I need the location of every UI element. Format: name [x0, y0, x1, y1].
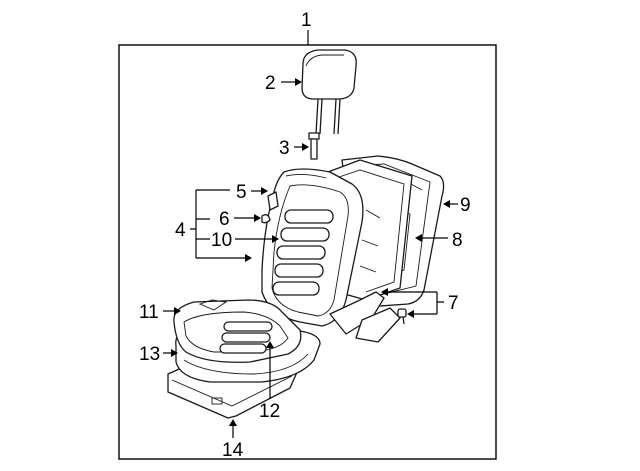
callout-12: 12	[259, 401, 280, 422]
callout-4: 4	[175, 220, 186, 241]
cover-hook[interactable]	[261, 214, 271, 224]
seat-back-heater[interactable]	[272, 209, 334, 296]
callout-5: 5	[236, 182, 247, 203]
callout-8: 8	[452, 230, 463, 251]
seat-back-bracket[interactable]	[329, 291, 407, 343]
headrest-guide[interactable]	[308, 132, 320, 160]
callout-10: 10	[211, 230, 232, 251]
callout-10-arrow	[272, 235, 279, 243]
callout-9: 9	[460, 195, 471, 216]
callout-11-arrow	[174, 307, 181, 315]
callout-9-arrow	[443, 200, 450, 208]
callout-7-bracket	[386, 291, 444, 315]
callout-13-arrow	[171, 349, 178, 357]
callout-6: 6	[219, 209, 230, 230]
callout-7: 7	[448, 293, 459, 314]
callout-6-arrow	[254, 214, 261, 222]
callout-4-bracket	[190, 189, 246, 259]
callout-2-arrow	[295, 78, 302, 86]
callout-3: 3	[279, 138, 290, 159]
callout-11: 11	[139, 302, 159, 323]
callout-3-arrow	[302, 143, 309, 151]
callout-4-arrow	[245, 254, 252, 262]
callout-2: 2	[265, 73, 276, 94]
callout-12-arrow	[266, 341, 274, 348]
callout-7-arrow-a	[381, 288, 388, 296]
cushion-heater[interactable]	[219, 321, 273, 354]
callout-1: 1	[301, 10, 312, 31]
cover-clip[interactable]	[267, 191, 279, 211]
callout-5-arrow	[261, 187, 268, 195]
callout-14: 14	[222, 440, 244, 461]
callout-13: 13	[139, 344, 160, 365]
callout-8-arrow	[415, 234, 422, 242]
headrest[interactable]	[301, 49, 357, 135]
callout-7-arrow-b	[407, 310, 414, 318]
callout-14-arrow	[229, 419, 237, 426]
